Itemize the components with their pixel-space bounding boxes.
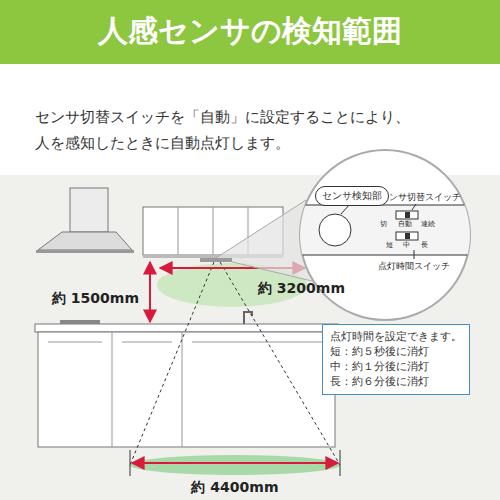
switch-position: 長 xyxy=(421,241,428,249)
intro-text: センサ切替スイッチを「自動」に設定することにより、 xyxy=(35,108,410,126)
switch-position: 連続 xyxy=(421,220,435,228)
cooktop xyxy=(60,320,100,324)
diagram-ground xyxy=(0,175,500,500)
switch-position: 切 xyxy=(380,220,387,228)
dimension-arrow xyxy=(149,262,151,322)
light-fixture xyxy=(200,258,232,262)
note-box: 点灯時間を設定できます。短：約５秒後に消灯中：約１分後に消灯長：約６分後に消灯 xyxy=(322,324,470,395)
dimension-label: 約 1500mm xyxy=(52,290,139,307)
node-text: 中：約１分後に消灯 xyxy=(330,360,462,375)
switch-knob xyxy=(405,212,410,218)
intro-text: 人を感知したときに自動点灯します。 xyxy=(35,134,290,152)
node-text: 長：約６分後に消灯 xyxy=(330,375,462,390)
dimension-label: 約 3200mm xyxy=(258,280,345,297)
callout-bubble: センサ検知部 xyxy=(315,186,389,206)
detection-area-floor xyxy=(130,455,340,475)
switch-label: センサ切替スイッチ xyxy=(380,192,461,202)
lower-doors xyxy=(48,332,325,447)
leader-line xyxy=(414,250,415,259)
sensor-lens xyxy=(319,214,351,246)
switch-knob xyxy=(405,233,410,239)
sensor-unit xyxy=(296,205,476,255)
switch-label: 点灯時間スイッチ xyxy=(378,261,450,271)
countertop xyxy=(35,324,338,332)
node-heading: 点灯時間を設定できます。 xyxy=(330,330,462,345)
switch-position: 中 xyxy=(403,241,410,249)
lower-cabinet xyxy=(38,332,335,447)
dimension-arrow xyxy=(132,462,338,464)
mode-switch xyxy=(396,211,418,219)
leader-line xyxy=(412,204,416,210)
header-band xyxy=(0,0,500,64)
switch-position: 自動 xyxy=(398,220,412,228)
node-text: 短：約５秒後に消灯 xyxy=(330,345,462,360)
hood-chimney xyxy=(70,188,108,232)
dimension-ticks xyxy=(130,450,340,476)
switch-position: 短 xyxy=(386,241,393,249)
node-heading: センサ検知部 xyxy=(322,189,382,203)
page-title: 人感センサの検知範囲 xyxy=(98,13,402,49)
leader-line xyxy=(341,204,350,214)
dimension-label: 約 4400mm xyxy=(191,479,278,496)
time-switch xyxy=(396,232,418,240)
hood-edge xyxy=(36,250,134,253)
range-hood xyxy=(38,232,132,250)
